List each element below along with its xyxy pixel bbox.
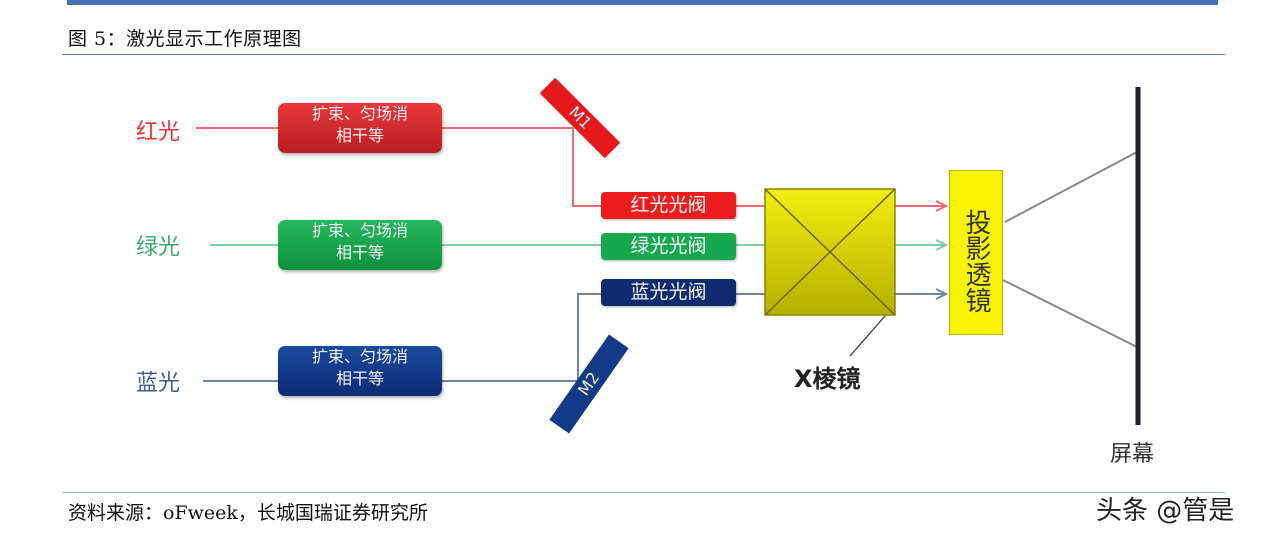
- top-accent-bar: [67, 0, 1218, 5]
- red-light-label: 红光: [136, 120, 181, 145]
- box-text-line2: 相干等: [335, 369, 384, 388]
- box-text-line2: 相干等: [335, 243, 384, 262]
- projection-lens: 投影透镜: [949, 170, 1003, 335]
- green-light-valve: 绿光光阀: [601, 233, 736, 260]
- source-divider: [62, 492, 1225, 493]
- box-text-line1: 扩束、匀场消: [311, 104, 408, 123]
- red-light-valve: 红光光阀: [601, 192, 736, 219]
- box-text-line2: 相干等: [335, 126, 384, 145]
- green-beam-processing-box: 扩束、匀场消 相干等: [278, 220, 442, 270]
- x-prism-label: X棱镜: [794, 365, 861, 393]
- screen-label: 屏幕: [1110, 442, 1155, 467]
- projection-lens-label: 投影透镜: [961, 208, 991, 313]
- box-text-line1: 扩束、匀场消: [311, 221, 408, 240]
- title-divider: [62, 54, 1225, 55]
- blue-light-valve: 蓝光光阀: [601, 279, 736, 306]
- green-light-label: 绿光: [136, 235, 181, 260]
- watermark: 头条 @管是: [1096, 496, 1235, 526]
- source-note: 资料来源：oFweek，长城国瑞证券研究所: [68, 502, 428, 524]
- blue-light-label: 蓝光: [136, 371, 181, 396]
- blue-beam-processing-box: 扩束、匀场消 相干等: [278, 346, 442, 396]
- figure-title: 图 5：激光显示工作原理图: [68, 28, 302, 50]
- red-beam-processing-box: 扩束、匀场消 相干等: [278, 103, 442, 153]
- box-text-line1: 扩束、匀场消: [311, 347, 408, 366]
